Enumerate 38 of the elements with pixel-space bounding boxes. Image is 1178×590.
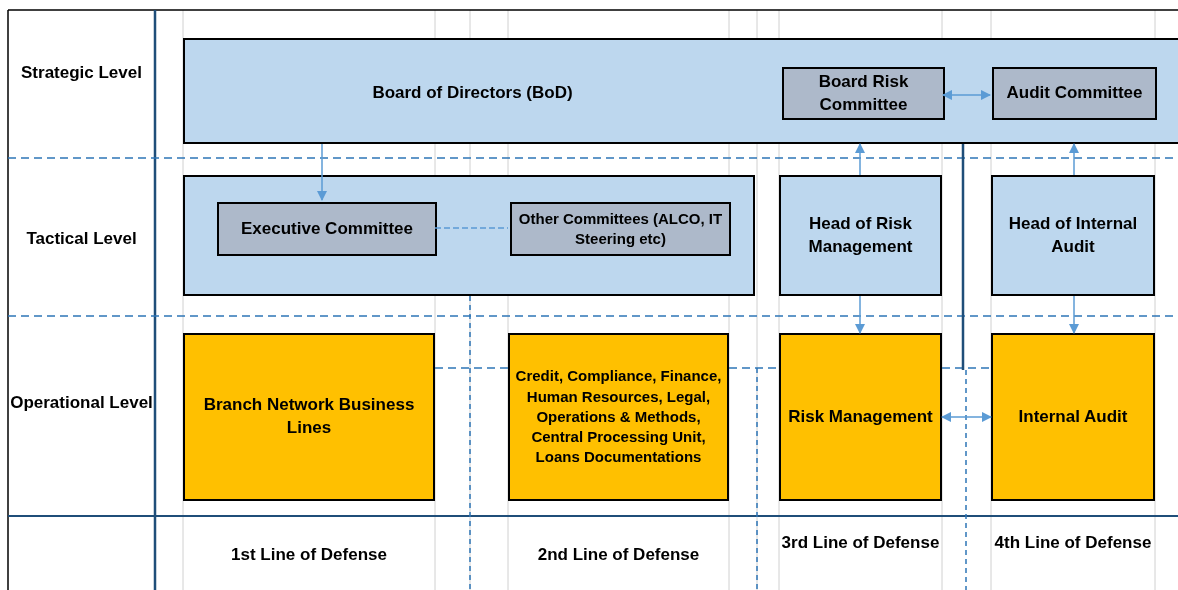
arrow xyxy=(941,89,992,101)
arrow xyxy=(854,295,866,335)
group-box xyxy=(183,175,755,296)
node-label: Audit Committee xyxy=(1005,82,1144,105)
node-label: Internal Audit xyxy=(1017,405,1129,428)
committee-box xyxy=(510,202,731,256)
arrow xyxy=(316,143,328,202)
node-label: Other Committees (ALCO, IT Steering etc) xyxy=(517,208,724,249)
arrow xyxy=(1068,142,1080,176)
connector-line xyxy=(434,227,509,229)
committee-box xyxy=(992,67,1157,120)
role-box xyxy=(779,175,942,296)
node-label: Executive Committee xyxy=(240,217,414,240)
unit-box xyxy=(183,333,435,501)
unit-box xyxy=(991,333,1155,501)
unit-box xyxy=(508,333,729,501)
board-box xyxy=(183,38,1178,144)
role-box xyxy=(991,175,1155,296)
node-label: Head of Risk Management xyxy=(807,212,914,258)
node-label: Credit, Compliance, Finance, Human Resources, Legal, Operations & Methods, Central Processing Unit, Loans Documentations xyxy=(514,366,723,468)
row-label: Operational Level xyxy=(9,392,154,414)
committee-box xyxy=(217,202,437,256)
arrow xyxy=(940,411,993,423)
column-label: 4th Line of Defense xyxy=(993,532,1153,554)
unit-box xyxy=(779,333,942,501)
node-label: Branch Network Business Lines xyxy=(202,394,416,439)
node-label: Board Risk Committee xyxy=(817,70,910,116)
row-label: Tactical Level xyxy=(25,228,138,250)
node-label: Board of Directors (BoD) xyxy=(371,81,574,104)
arrow xyxy=(854,142,866,176)
column-label: 2nd Line of Defense xyxy=(536,544,701,566)
column-label: 1st Line of Defense xyxy=(230,544,388,566)
row-label: Strategic Level xyxy=(20,62,143,84)
committee-box xyxy=(782,67,945,120)
arrow xyxy=(1068,295,1080,335)
node-label: Risk Management xyxy=(787,405,934,428)
node-label: Head of Internal Audit xyxy=(1007,212,1139,258)
column-label: 3rd Line of Defense xyxy=(780,532,941,554)
